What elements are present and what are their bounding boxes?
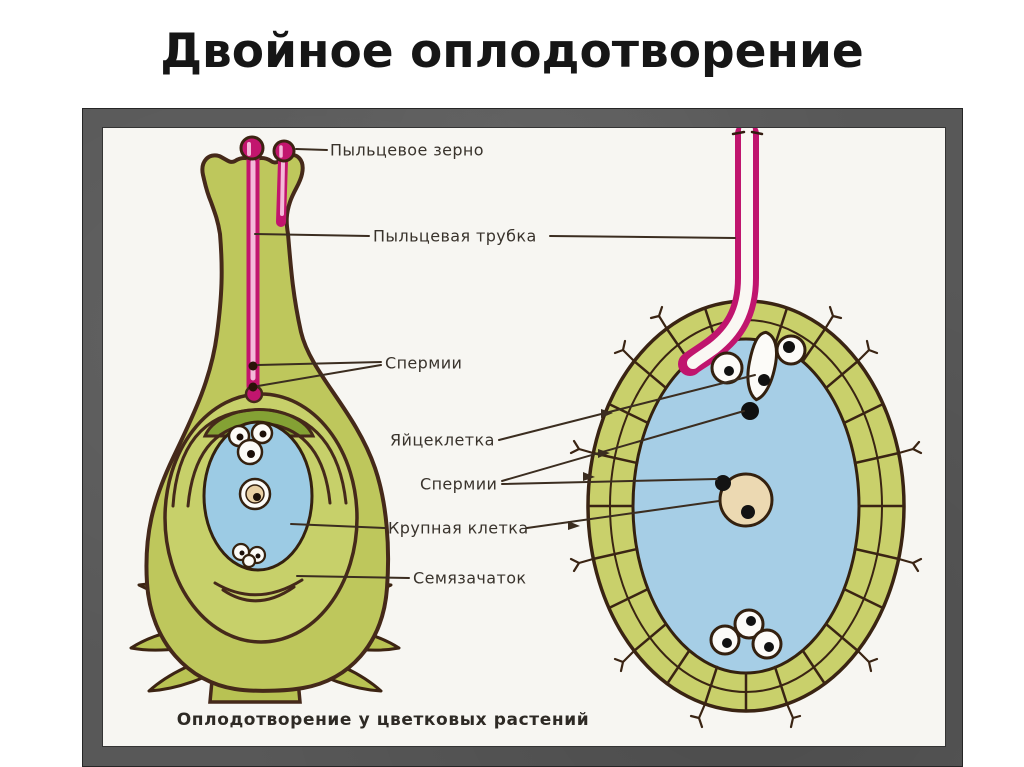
label-pollen-grain: Пыльцевое зерно: [330, 140, 484, 160]
pistil-drawing: [129, 135, 401, 704]
pollen-tube-right: [678, 128, 764, 376]
sperm-dot-2: [248, 382, 258, 392]
egg-cell-shape: [746, 330, 778, 402]
embryo-sac-closeup: [569, 128, 923, 729]
pollen-grain-1: [239, 135, 265, 161]
diagram-panel: Пыльцевое зерно Пыльцевая трубка Спермии…: [103, 128, 945, 746]
wall-spikes: [569, 305, 923, 729]
label-egg-cell: Яйцеклетка: [390, 430, 495, 450]
label-central-cell: Крупная клетка: [388, 518, 529, 538]
slide-title: Двойное оплодотворение: [160, 24, 864, 79]
egg-apparatus-nuclei: [236, 430, 267, 458]
synergid-left-nucleus: [724, 366, 734, 376]
central-cell-dot-left: [253, 493, 261, 501]
pollen-tube-left: [244, 151, 264, 404]
label-ovule: Семязачаток: [413, 568, 527, 588]
leader-lines: [254, 148, 756, 579]
figure-caption: Оплодотворение у цветковых растений: [176, 710, 590, 730]
label-sperm-in-tube: Спермии: [385, 353, 463, 373]
central-cell-nucleus-right: [741, 505, 755, 519]
antipodal-nuclei-right: [722, 616, 774, 652]
pollen-grain-2: [272, 139, 296, 163]
title-band: Двойное оплодотворение: [0, 0, 1024, 108]
pollen-tube-short: [276, 155, 288, 227]
sperm-near-egg: [741, 402, 759, 420]
antipodal-nuclei-left: [239, 550, 261, 559]
label-pollen-tube: Пыльцевая трубка: [373, 226, 537, 246]
sperm-near-central-cell: [715, 475, 731, 491]
sperm-dot-1: [248, 361, 258, 371]
wall-cell-borders: [586, 306, 906, 713]
label-sperm-in-sac: Спермии: [420, 474, 498, 494]
egg-nucleus: [758, 374, 770, 386]
fertilization-illustration: [129, 128, 923, 729]
leader-arrowheads: [568, 409, 613, 530]
synergid-right-nucleus: [783, 341, 795, 353]
central-cell-right: [718, 472, 774, 528]
